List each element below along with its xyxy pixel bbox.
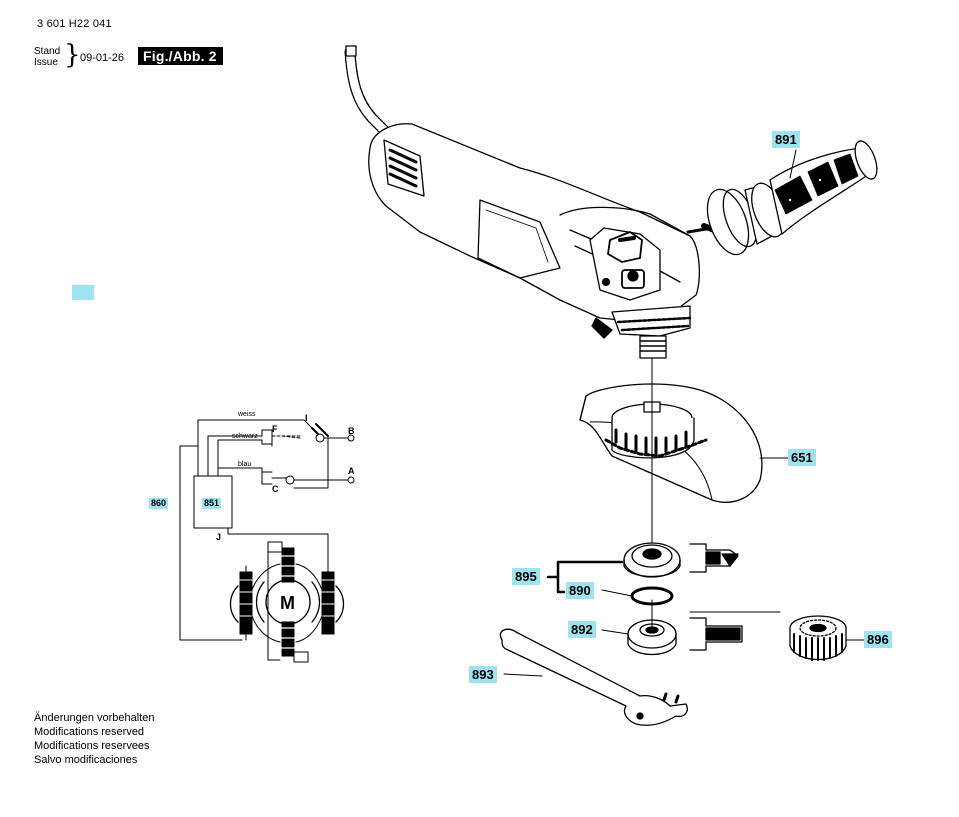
mounting-flange <box>627 611 781 656</box>
clamping-flange <box>623 542 739 578</box>
issue-label: Issue <box>34 57 58 68</box>
part-label-893: 893 <box>469 666 497 683</box>
stand-issue-labels: Stand Issue <box>34 46 60 68</box>
document-number: 3 601 H22 041 <box>37 18 112 30</box>
terminal-J: J <box>216 532 221 542</box>
grinder-housing <box>368 123 700 359</box>
terminal-A: A <box>348 466 355 476</box>
part-label-896: 896 <box>864 631 892 648</box>
note-english: Modifications reserved <box>34 726 145 738</box>
power-cable <box>344 45 398 144</box>
part-label-895: 895 <box>512 568 540 585</box>
issue-date: 09-01-26 <box>80 52 125 64</box>
wire-label-blau: blau <box>238 461 251 468</box>
disclaimer-notes: Änderungen vorbehalten Modifications res… <box>34 711 154 767</box>
terminal-B: B <box>348 426 355 436</box>
note-spanish: Salvo modificaciones <box>34 754 138 766</box>
leader-893 <box>503 673 543 677</box>
part-label-891: 891 <box>772 131 800 148</box>
part-label-651: 651 <box>788 449 816 466</box>
leader-895 <box>546 560 624 579</box>
part-label-890: 890 <box>566 582 594 599</box>
quick-clamping-nut <box>789 615 847 661</box>
part-label-892: 892 <box>568 621 596 638</box>
terminal-I: I <box>305 413 308 423</box>
leader-892 <box>601 629 629 635</box>
motor-symbol: M <box>280 593 295 613</box>
wiring-diagram <box>179 419 355 663</box>
leader-891 <box>789 149 797 179</box>
part-label-860: 860 <box>149 498 169 509</box>
terminal-F: F <box>272 424 278 434</box>
part-label-851: 851 <box>202 498 222 509</box>
note-french: Modifications reservees <box>34 740 150 752</box>
brace-symbol: } <box>64 40 81 70</box>
terminal-C: C <box>272 484 279 494</box>
pin-spanner <box>499 628 688 726</box>
wire-label-weiss: weiss <box>237 411 256 418</box>
figure-label: Fig./Abb. 2 <box>138 47 223 65</box>
note-german: Änderungen vorbehalten <box>34 712 155 724</box>
wire-label-schwarz: schwarz <box>232 433 258 440</box>
wheel-guard <box>579 383 763 503</box>
leader-890 <box>601 589 633 597</box>
blank-label-marker <box>72 285 94 300</box>
stand-label: Stand <box>34 46 61 57</box>
side-handle <box>686 140 878 256</box>
